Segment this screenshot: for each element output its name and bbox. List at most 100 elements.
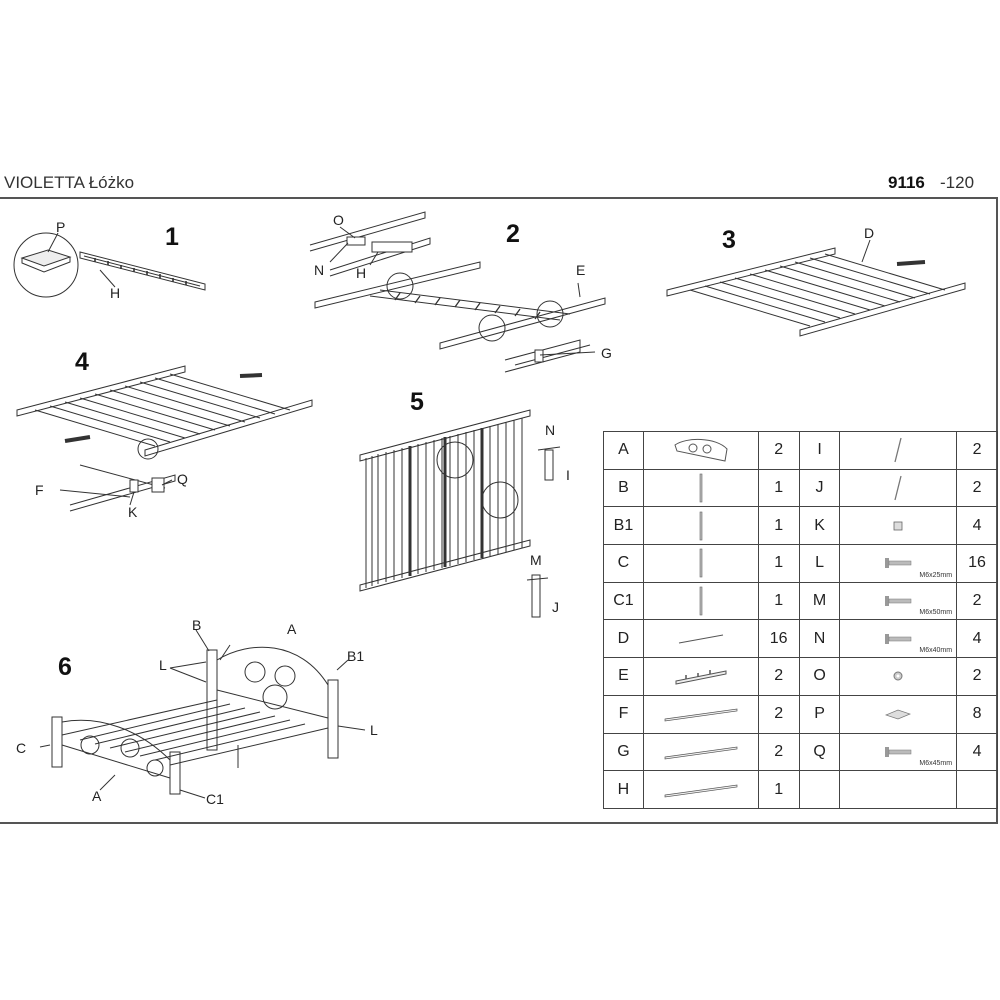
- part-image: [839, 657, 958, 696]
- part-image: [642, 581, 759, 621]
- part-quantity: 2: [956, 581, 998, 621]
- part-icon: [675, 670, 727, 686]
- part-code: B: [603, 468, 644, 508]
- part-code: H: [603, 770, 644, 809]
- callout-o: O: [333, 212, 344, 228]
- callout-a-top: A: [287, 621, 297, 637]
- callout-e: E: [576, 262, 585, 278]
- part-code: M: [798, 581, 841, 621]
- bolt-size-label: M6x50mm: [919, 609, 953, 617]
- step-5-diagram: [359, 409, 561, 618]
- part-icon: [894, 438, 902, 463]
- part-code: I: [798, 431, 841, 470]
- callout-g: G: [601, 345, 612, 361]
- part-quantity: 1: [757, 581, 800, 621]
- part-icon: [699, 473, 703, 503]
- part-image: [839, 506, 958, 546]
- part-image: [839, 694, 958, 734]
- part-quantity: 16: [757, 619, 800, 659]
- part-quantity: 2: [956, 431, 998, 470]
- callout-d: D: [864, 225, 874, 241]
- callout-f: F: [35, 482, 44, 498]
- part-quantity: 1: [757, 544, 800, 583]
- part-image: [642, 770, 759, 809]
- part-image: M6x40mm: [839, 619, 958, 659]
- callout-l-left: L: [159, 657, 167, 673]
- part-image: [642, 657, 759, 696]
- part-image: [642, 732, 759, 772]
- step-3-number: 3: [722, 226, 736, 254]
- part-icon: [893, 521, 903, 531]
- part-image: [839, 431, 958, 470]
- part-code: C1: [603, 581, 644, 621]
- callout-m: M: [530, 552, 542, 568]
- part-icon: [893, 671, 903, 681]
- part-image: M6x50mm: [839, 581, 958, 621]
- callout-n: N: [314, 262, 324, 278]
- part-quantity: 8: [956, 694, 998, 734]
- callout-q: Q: [177, 471, 188, 487]
- bolt-size-label: M6x45mm: [919, 760, 953, 768]
- part-quantity: [956, 770, 998, 809]
- step-6-diagram: [39, 629, 366, 799]
- step-5-number: 5: [410, 388, 424, 416]
- part-quantity: 2: [757, 431, 800, 470]
- step-2-diagram: [309, 211, 606, 373]
- part-code: G: [603, 732, 644, 772]
- product-code: 9116: [888, 173, 925, 192]
- callout-b: B: [192, 617, 201, 633]
- part-image: [642, 431, 759, 470]
- part-quantity: 2: [757, 694, 800, 734]
- part-code: B1: [603, 506, 644, 546]
- part-icon: [674, 439, 728, 462]
- part-icon: [885, 558, 912, 569]
- callout-h-2: H: [356, 265, 366, 281]
- part-code: J: [798, 468, 841, 508]
- bolt-size-label: M6x40mm: [919, 647, 953, 655]
- part-icon: [664, 784, 738, 797]
- part-code: N: [798, 619, 841, 659]
- part-image: [642, 468, 759, 508]
- callout-h: H: [110, 285, 120, 301]
- part-code: F: [603, 694, 644, 734]
- part-quantity: 2: [757, 732, 800, 772]
- step-4-number: 4: [75, 348, 89, 376]
- callout-p: P: [56, 219, 65, 235]
- part-code: L: [798, 544, 841, 583]
- part-code: D: [603, 619, 644, 659]
- part-image: [642, 544, 759, 583]
- part-image: [642, 506, 759, 546]
- callout-c1: C1: [206, 791, 224, 807]
- part-icon: [885, 709, 912, 720]
- callout-i: I: [566, 467, 570, 483]
- part-icon: [885, 633, 912, 644]
- step-1-diagram: [13, 232, 206, 298]
- part-image: [642, 619, 759, 659]
- part-code: K: [798, 506, 841, 546]
- part-code: Q: [798, 732, 841, 772]
- part-code: C: [603, 544, 644, 583]
- part-code: A: [603, 431, 644, 470]
- step-2-number: 2: [506, 220, 520, 248]
- part-icon: [699, 511, 703, 541]
- callout-b1: B1: [347, 648, 364, 664]
- part-code: E: [603, 657, 644, 696]
- callout-c: C: [16, 740, 26, 756]
- part-quantity: 1: [757, 468, 800, 508]
- part-icon: [885, 596, 912, 607]
- callout-j: J: [552, 599, 559, 615]
- callout-a-bottom: A: [92, 788, 102, 804]
- part-icon: [664, 746, 738, 760]
- bolt-size-label: M6x25mm: [919, 571, 953, 579]
- part-icon: [699, 549, 703, 578]
